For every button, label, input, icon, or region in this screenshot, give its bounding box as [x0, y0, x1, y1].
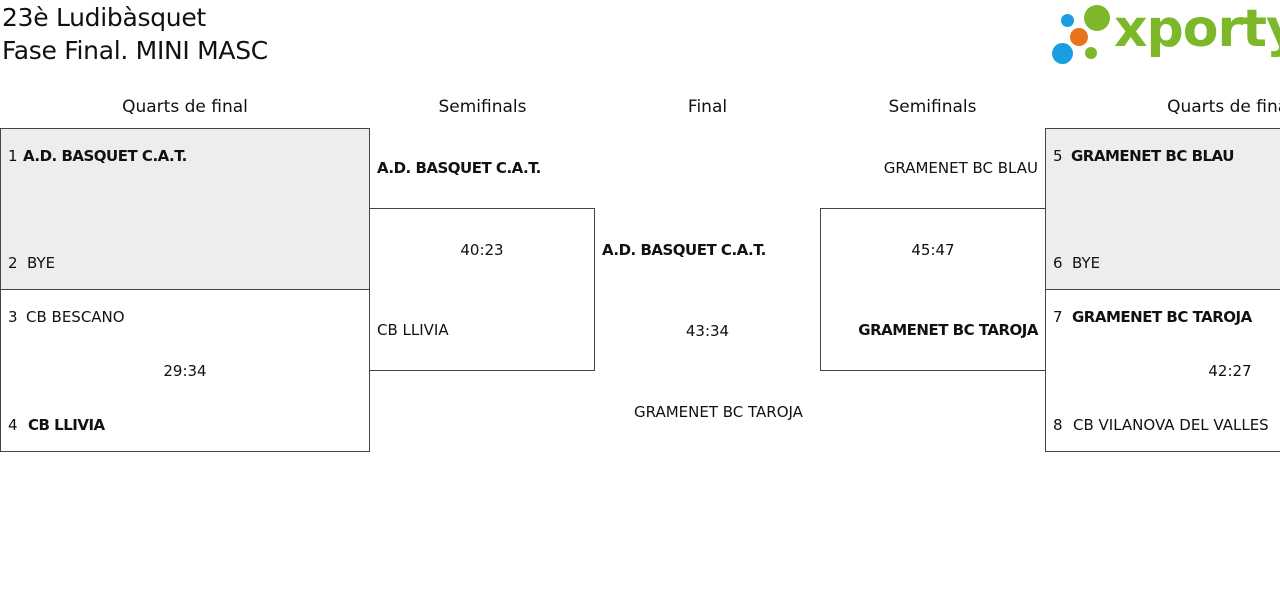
match-box-right-qf-1	[1045, 128, 1280, 290]
logo-dot-green-small	[1085, 47, 1097, 59]
round-header-right-semis: Semifinals	[888, 97, 977, 117]
round-header-left-semis: Semifinals	[438, 97, 527, 117]
match-score: 29:34	[163, 362, 207, 380]
right-quarters-clip: 5 GRAMENET BC BLAU 6 BYE 7 GRAMENET BC T…	[1045, 128, 1280, 453]
seed-number: 2	[8, 254, 18, 272]
match-box-left-sf	[369, 208, 595, 371]
seed-number: 1	[8, 147, 18, 165]
seed-number: 8	[1053, 416, 1063, 434]
team-name: CB VILANOVA DEL VALLES	[1073, 416, 1269, 434]
round-header-right-quarters: Quarts de final	[1167, 97, 1280, 117]
team-name: GRAMENET BC TAROJA	[634, 403, 803, 421]
seed-number: 7	[1053, 308, 1063, 326]
team-name-winner: GRAMENET BC BLAU	[1071, 147, 1234, 165]
round-header-left-quarters: Quarts de final	[122, 97, 248, 117]
seed-number: 3	[8, 308, 18, 326]
team-name: CB BESCANO	[26, 308, 125, 326]
match-score: 43:34	[685, 322, 730, 340]
match-score: 40:23	[460, 241, 504, 259]
match-box-right-qf-2	[1045, 289, 1280, 452]
logo-text: xporty	[1114, 0, 1280, 59]
team-name-winner: GRAMENET BC TAROJA	[858, 321, 1038, 339]
seed-number: 5	[1053, 147, 1063, 165]
seed-number: 6	[1053, 254, 1063, 272]
match-score: 45:47	[911, 241, 955, 259]
match-box-right-sf	[820, 208, 1046, 371]
logo-dot-orange	[1070, 28, 1088, 46]
team-name-winner: CB LLIVIA	[28, 416, 105, 434]
page-subtitle: Fase Final. MINI MASC	[2, 36, 268, 65]
team-name-winner: A.D. BASQUET C.A.T.	[23, 147, 187, 165]
xporty-logo: xporty	[1050, 0, 1280, 67]
round-header-final: Final	[687, 97, 728, 117]
round-header-right-quarters-clip: Quarts de final	[1045, 96, 1280, 120]
page-title: 23è Ludibàsquet	[2, 3, 206, 32]
team-name: BYE	[27, 254, 56, 272]
match-score: 42:27	[1208, 362, 1252, 380]
match-box-left-qf-1	[0, 128, 370, 290]
logo-dot-blue	[1061, 14, 1074, 27]
team-name: CB LLIVIA	[377, 321, 449, 339]
team-name: BYE	[1072, 254, 1101, 272]
seed-number: 4	[8, 416, 18, 434]
logo-dot-blue-large	[1052, 43, 1073, 64]
team-name-winner: A.D. BASQUET C.A.T.	[602, 241, 766, 259]
team-name-winner: A.D. BASQUET C.A.T.	[377, 159, 541, 177]
team-name-winner: GRAMENET BC TAROJA	[1072, 308, 1252, 326]
logo-dot-green	[1084, 5, 1110, 31]
team-name: GRAMENET BC BLAU	[883, 159, 1038, 177]
